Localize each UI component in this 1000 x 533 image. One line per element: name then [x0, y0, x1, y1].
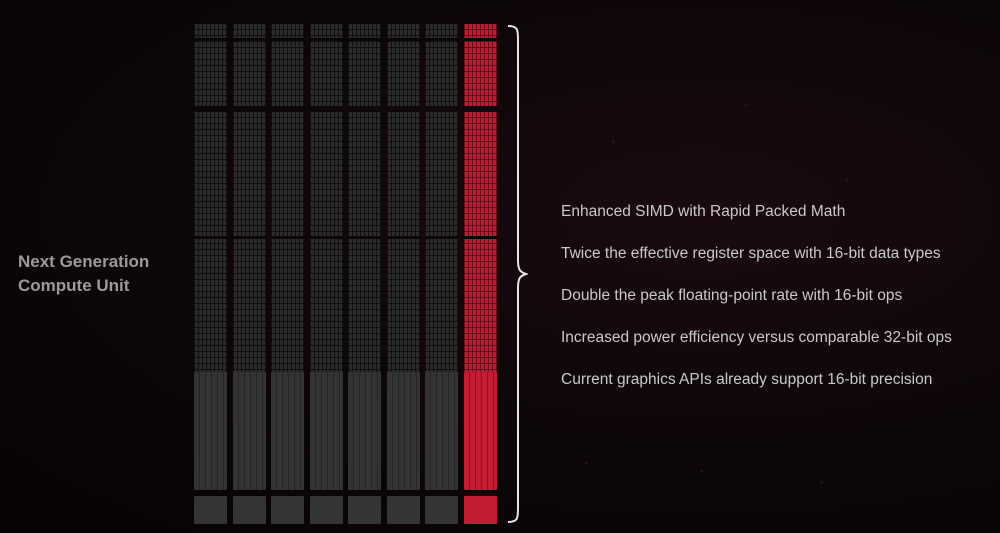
column-segment-grid-mid: [233, 112, 266, 372]
simd-column-highlighted: [464, 24, 497, 524]
column-segment-grid-top: [194, 24, 227, 106]
column-divider: [464, 38, 497, 41]
column-segment-block: [310, 372, 343, 490]
column-divider: [271, 38, 304, 41]
column-segment-block: [233, 372, 266, 490]
column-segment-grid-mid: [194, 112, 227, 372]
column-segment-grid-top: [271, 24, 304, 106]
column-segment-grid-mid: [310, 112, 343, 372]
column-segment-block: [348, 372, 381, 490]
brace-icon: [507, 25, 528, 523]
column-segment-block: [387, 372, 420, 490]
column-divider: [233, 236, 266, 239]
compute-unit-diagram: [194, 24, 498, 524]
column-divider: [233, 38, 266, 41]
column-divider: [348, 236, 381, 239]
column-segment-grid-top: [310, 24, 343, 106]
feature-item: Current graphics APIs already support 16…: [561, 371, 933, 388]
feature-list: Enhanced SIMD with Rapid Packed Math Twi…: [561, 202, 991, 412]
background-speck: [585, 462, 588, 465]
compute-unit-label-line2: Compute Unit: [18, 276, 130, 295]
simd-column: [310, 24, 343, 524]
column-segment-foot: [464, 496, 497, 524]
column-segment-foot: [348, 496, 381, 524]
column-segment-foot: [425, 496, 458, 524]
simd-column: [233, 24, 266, 524]
simd-column: [348, 24, 381, 524]
background-speck: [820, 481, 823, 484]
compute-unit-label: Next Generation Compute Unit: [18, 250, 188, 298]
column-segment-block: [271, 372, 304, 490]
column-segment-grid-mid: [464, 112, 497, 372]
column-divider: [194, 236, 227, 239]
column-segment-block: [464, 372, 497, 490]
feature-item: Enhanced SIMD with Rapid Packed Math: [561, 203, 846, 220]
column-divider: [464, 236, 497, 239]
column-segment-grid-top: [233, 24, 266, 106]
simd-column: [425, 24, 458, 524]
column-divider: [194, 38, 227, 41]
column-divider: [387, 236, 420, 239]
column-segment-grid-top: [348, 24, 381, 106]
column-segment-block: [425, 372, 458, 490]
simd-column: [194, 24, 227, 524]
column-segment-foot: [194, 496, 227, 524]
column-segment-grid-mid: [425, 112, 458, 372]
column-divider: [310, 38, 343, 41]
feature-item: Increased power efficiency versus compar…: [561, 329, 952, 346]
background-speck: [612, 140, 615, 143]
column-segment-grid-top: [425, 24, 458, 106]
column-divider: [271, 236, 304, 239]
column-segment-foot: [310, 496, 343, 524]
column-divider: [425, 236, 458, 239]
background-speck: [845, 178, 848, 181]
feature-item: Double the peak floating-point rate with…: [561, 287, 903, 304]
column-segment-block: [194, 372, 227, 490]
feature-item: Twice the effective register space with …: [561, 245, 941, 262]
simd-column: [387, 24, 420, 524]
simd-column: [271, 24, 304, 524]
column-divider: [310, 236, 343, 239]
column-segment-grid-top: [387, 24, 420, 106]
column-segment-foot: [233, 496, 266, 524]
column-divider: [348, 38, 381, 41]
column-segment-grid-top: [464, 24, 497, 106]
background-speck: [745, 103, 748, 106]
column-segment-foot: [271, 496, 304, 524]
column-segment-foot: [387, 496, 420, 524]
column-segment-grid-mid: [387, 112, 420, 372]
compute-unit-label-line1: Next Generation: [18, 252, 150, 271]
column-divider: [387, 38, 420, 41]
column-divider: [425, 38, 458, 41]
background-speck: [700, 470, 703, 473]
column-segment-grid-mid: [271, 112, 304, 372]
column-segment-grid-mid: [348, 112, 381, 372]
